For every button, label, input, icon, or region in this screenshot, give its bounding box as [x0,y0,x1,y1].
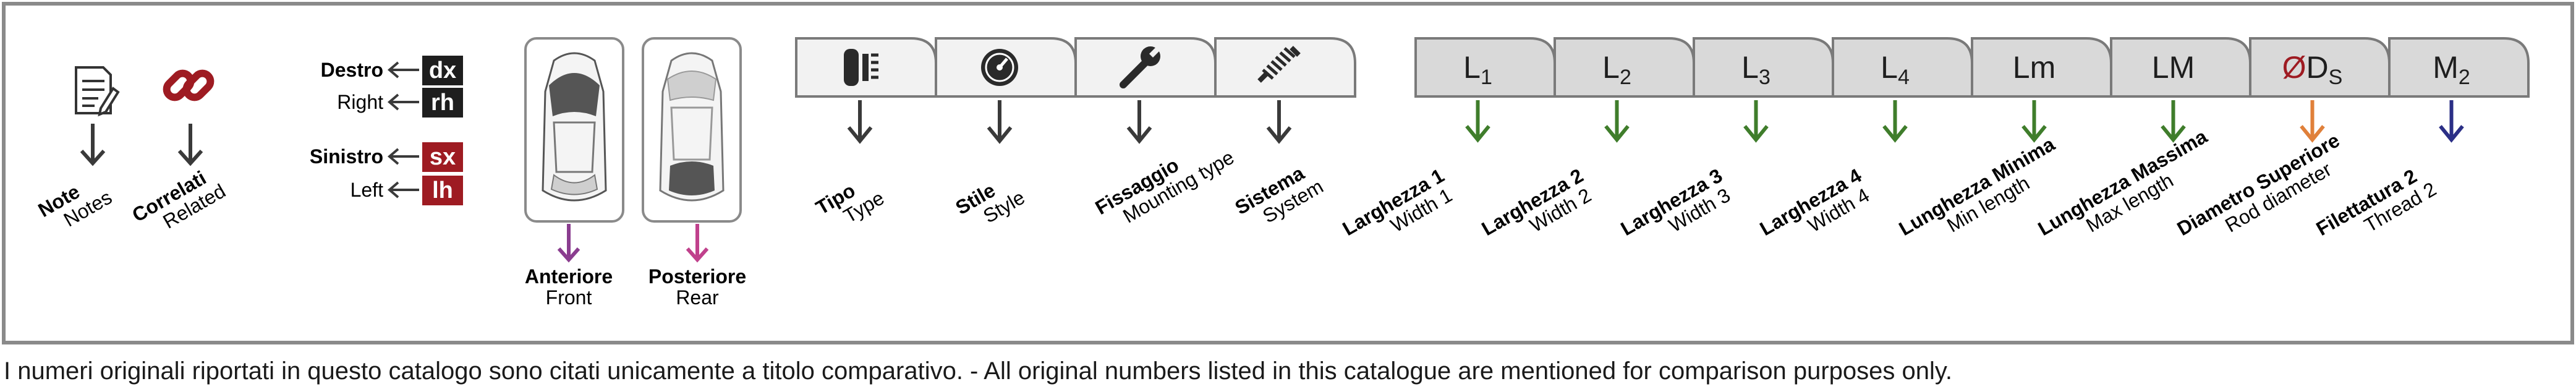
side-legend: Destro dx Right rh Sinistro sx Left lh [310,56,463,205]
sx-label: sx [430,144,456,170]
car-rear-legend: Posteriore Rear [642,37,746,309]
car-front-subtitle: Front [546,286,592,309]
dim-symbol: L3 [1741,50,1770,89]
lh-badge [422,176,463,205]
car-rear-subtitle: Rear [676,286,719,309]
rh-label: rh [431,90,454,116]
shock-absorber-type-icon [844,49,878,86]
sx-badge [422,142,463,172]
wrench-icon [1120,45,1162,88]
disclaimer-text: I numeri originali riportati in questo c… [4,357,1953,385]
dim-symbol: L2 [1602,50,1631,89]
dx-badge [422,56,463,85]
destro-label: Destro [321,59,383,81]
note-legend: Note Notes [35,66,120,231]
dim-symbol: Lm [2013,50,2055,85]
dim-symbol: L4 [1881,50,1910,89]
chain-link-icon [163,69,215,101]
car-front-legend: Anteriore Front [524,37,624,309]
dim-symbol: M2 [2433,50,2470,89]
dim-symbol: L1 [1463,50,1492,89]
right-label: Right [337,91,383,113]
car-front-title: Anteriore [525,265,613,288]
spring-icon [1257,46,1301,83]
car-rear-title: Posteriore [648,265,746,288]
dim-symbol: LM [2152,50,2195,85]
dx-label: dx [429,58,456,83]
speedometer-icon [981,49,1018,86]
lh-label: lh [432,177,453,203]
left-label: Left [351,179,383,201]
rh-badge [422,88,463,118]
sinistro-label: Sinistro [310,145,383,168]
car-front-icon [542,52,607,202]
car-rear-icon [659,52,725,202]
dim-symbol: ØDS [2282,50,2343,89]
notepad-icon [75,66,120,117]
